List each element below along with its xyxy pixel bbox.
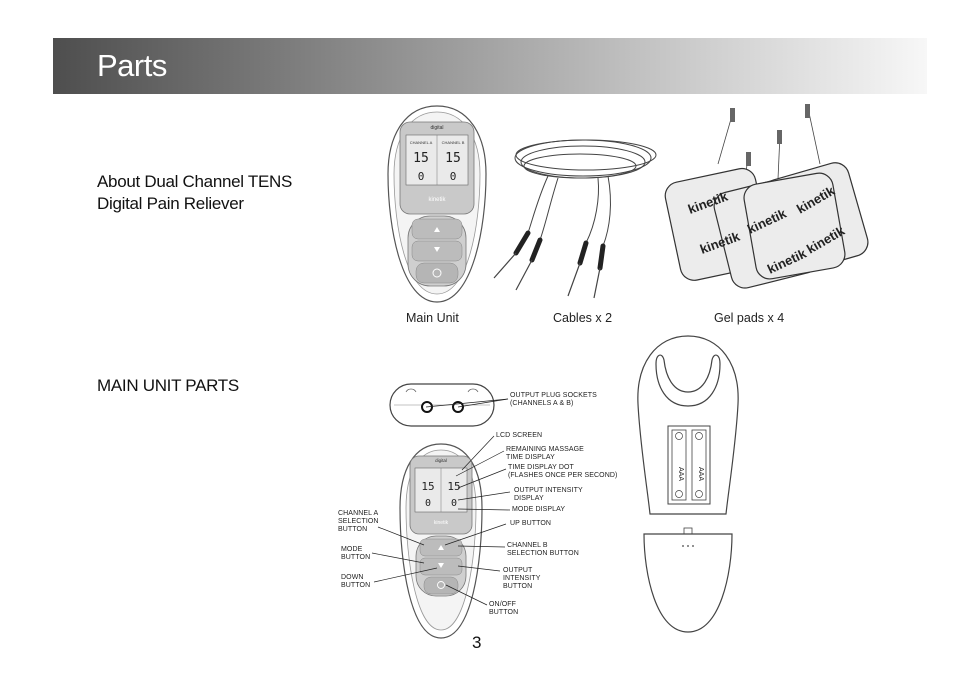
front-lcd-time-b: 15 (447, 480, 460, 493)
label-lcd-screen: LCD SCREEN (496, 432, 542, 440)
main-unit-parts-heading: MAIN UNIT PARTS (97, 376, 239, 395)
label-line: ON/OFF (489, 601, 517, 608)
label-line: INTENSITY (503, 575, 541, 582)
label-line: CHANNEL B (507, 542, 548, 549)
lcd-time-a: 15 (413, 151, 429, 166)
front-lcd-intensity-b: 0 (451, 498, 457, 509)
label-line: MODE (341, 546, 363, 553)
label-time-display-dot: TIME DISPLAY DOT (FLASHES ONCE PER SECON… (508, 464, 617, 480)
page-title: Parts (97, 48, 167, 83)
title-banner: Parts (53, 38, 927, 94)
page-number: 3 (472, 633, 482, 652)
about-heading-line1: About Dual Channel TENS (97, 172, 293, 191)
label-line: TIME DISPLAY DOT (508, 464, 574, 471)
label-down-button: DOWN BUTTON (341, 574, 370, 590)
unit-back-battery-illustration: AAA AAA (637, 335, 739, 633)
label-line: LCD SCREEN (496, 432, 543, 439)
label-output-intensity-display: OUTPUT INTENSITY DISPLAY (514, 487, 583, 503)
label-remaining-massage-time: REMAINING MASSAGE TIME DISPLAY (506, 446, 584, 462)
front-brand-text: kinetik (434, 520, 449, 526)
label-line: BUTTON (338, 526, 368, 533)
front-lcd-intensity-a: 0 (425, 498, 431, 509)
lcd-intensity-a: 0 (418, 170, 425, 183)
lcd-channel-a-text: CHANNEL A (410, 140, 433, 145)
label-line: (FLASHES ONCE PER SECOND) (508, 472, 618, 479)
label-line: REMAINING MASSAGE (506, 446, 584, 453)
label-on-off-button: ON/OFF BUTTON (489, 601, 518, 617)
about-heading: About Dual Channel TENS Digital Pain Rel… (97, 171, 292, 215)
front-lcd-time-a: 15 (421, 480, 434, 493)
battery-label-right: AAA (697, 467, 704, 481)
about-heading-line2: Digital Pain Reliever (97, 194, 244, 213)
label-line: SELECTION (338, 518, 379, 525)
gel-pads-illustration: kinetik kinetik kinetik kinetik kinetik … (664, 104, 869, 289)
label-mode-display: MODE DISPLAY (512, 506, 565, 514)
brand-text: kinetik (428, 197, 446, 203)
label-line: OUTPUT PLUG SOCKETS (510, 392, 597, 399)
lcd-time-b: 15 (445, 151, 461, 166)
front-brand-small-text: digital (435, 458, 447, 463)
label-line: UP BUTTON (510, 520, 552, 527)
label-channel-b-selection: CHANNEL B SELECTION BUTTON (507, 542, 579, 558)
label-line: MODE DISPLAY (512, 506, 566, 513)
label-channel-a-selection: CHANNEL A SELECTION BUTTON (338, 510, 379, 534)
label-output-intensity-button: OUTPUT INTENSITY BUTTON (503, 567, 540, 591)
lcd-intensity-b: 0 (450, 170, 457, 183)
brand-small-text: digital (430, 125, 443, 131)
battery-label-left: AAA (677, 467, 684, 481)
gel-pads-caption: Gel pads x 4 (714, 311, 785, 325)
label-line: SELECTION BUTTON (507, 550, 579, 557)
label-line: BUTTON (503, 583, 533, 590)
unit-front-view-illustration: digital 15 15 0 0 kinetik (399, 443, 483, 639)
main-unit-caption: Main Unit (406, 311, 459, 325)
label-line: DISPLAY (514, 495, 544, 502)
label-up-button: UP BUTTON (510, 520, 551, 528)
label-line: OUTPUT (503, 567, 533, 574)
label-line: TIME DISPLAY (506, 454, 555, 461)
cables-illustration (493, 139, 657, 299)
main-unit-illustration: digital CHANNEL A CHANNEL B 15 15 0 0 ki… (387, 105, 487, 303)
label-mode-button: MODE BUTTON (341, 546, 370, 562)
cables-caption: Cables x 2 (553, 311, 613, 325)
label-line: CHANNEL A (338, 510, 379, 517)
lcd-channel-b-text: CHANNEL B (442, 140, 465, 145)
label-line: DOWN (341, 574, 364, 581)
label-line: (CHANNELS A & B) (510, 400, 574, 407)
label-line: BUTTON (341, 554, 371, 561)
label-line: OUTPUT INTENSITY (514, 487, 583, 494)
label-output-plug-sockets: OUTPUT PLUG SOCKETS (CHANNELS A & B) (510, 392, 597, 408)
label-line: BUTTON (489, 609, 519, 616)
label-line: BUTTON (341, 582, 371, 589)
